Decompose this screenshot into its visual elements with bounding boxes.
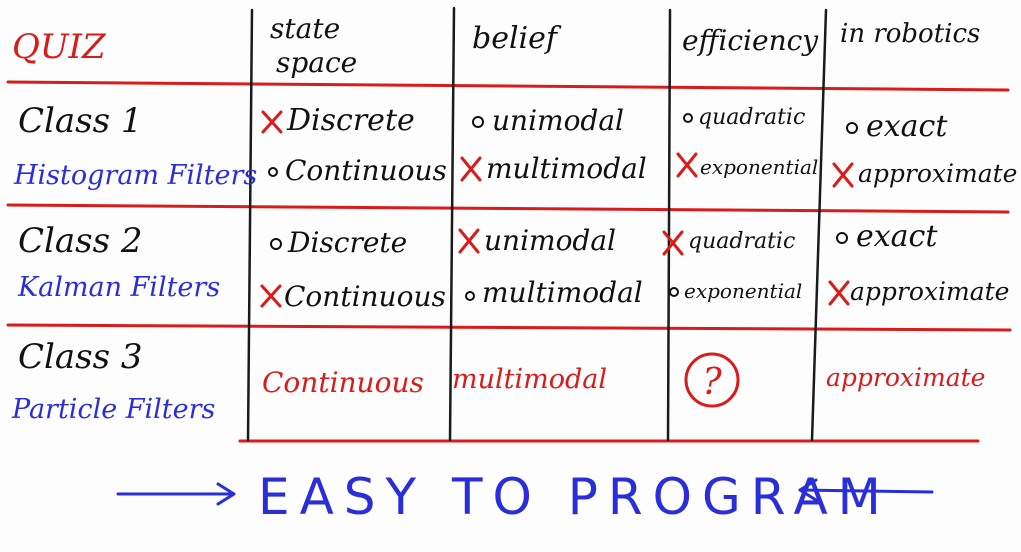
svg-text:unimodal: unimodal bbox=[484, 224, 616, 257]
svg-text:exact: exact bbox=[856, 219, 938, 254]
svg-text:approximate: approximate bbox=[858, 159, 1017, 188]
class1-state-discrete: Discrete bbox=[261, 103, 415, 138]
class3-robotics: approximate bbox=[826, 363, 985, 392]
grid-line-row1 bbox=[6, 203, 1010, 214]
header-state: state bbox=[270, 12, 340, 45]
table-grid bbox=[6, 6, 1012, 443]
grid-line-header bbox=[6, 80, 1010, 92]
class1-filter: Histogram Filters bbox=[13, 160, 257, 191]
class2-robotics-approximate: approximate bbox=[828, 277, 1009, 306]
header-space: space bbox=[276, 46, 357, 79]
svg-text:quadratic: quadratic bbox=[698, 105, 805, 130]
grid-col-3 bbox=[666, 8, 672, 442]
class2-belief-multimodal: multimodal bbox=[465, 276, 643, 309]
svg-text:multimodal: multimodal bbox=[486, 152, 647, 185]
class1-robotics-exact: exact bbox=[846, 109, 948, 144]
class2-state-discrete: Discrete bbox=[270, 226, 407, 259]
class1-efficiency-exponential: exponential bbox=[676, 152, 818, 179]
header-belief: belief bbox=[472, 21, 562, 56]
class1-name: Class 1 bbox=[18, 101, 143, 141]
class3-efficiency-circle bbox=[684, 352, 740, 408]
svg-text:exact: exact bbox=[866, 109, 948, 144]
svg-text:unimodal: unimodal bbox=[492, 104, 624, 137]
svg-text:approximate: approximate bbox=[850, 277, 1009, 306]
svg-text:Discrete: Discrete bbox=[286, 103, 415, 138]
class1-robotics-approximate: approximate bbox=[832, 159, 1017, 188]
class2-efficiency-exponential: exponential bbox=[669, 279, 802, 303]
svg-text:exponential: exponential bbox=[684, 279, 802, 303]
grid-line-row2 bbox=[6, 323, 1012, 332]
class2-filter: Kalman Filters bbox=[17, 272, 220, 303]
class3-filter: Particle Filters bbox=[11, 394, 215, 425]
class1-efficiency-quadratic: quadratic bbox=[683, 105, 805, 130]
class3-state: Continuous bbox=[262, 366, 424, 399]
class3-belief: multimodal bbox=[452, 364, 607, 395]
svg-text:exponential: exponential bbox=[700, 155, 818, 179]
class1-belief-unimodal: unimodal bbox=[472, 104, 624, 137]
class2-state-continuous: Continuous bbox=[260, 280, 446, 313]
grid-col-4 bbox=[810, 8, 828, 442]
right-arrow bbox=[798, 478, 934, 502]
quiz-label: QUIZ bbox=[12, 27, 107, 67]
class3-efficiency: ? bbox=[702, 362, 722, 403]
class2-name: Class 2 bbox=[18, 221, 143, 261]
svg-text:Continuous: Continuous bbox=[285, 154, 447, 187]
grid-col-1 bbox=[246, 8, 254, 442]
left-arrow bbox=[116, 482, 236, 506]
svg-text:quadratic: quadratic bbox=[688, 229, 795, 254]
grid-col-2 bbox=[448, 6, 456, 442]
header-robotics: in robotics bbox=[840, 19, 980, 49]
class2-belief-unimodal: unimodal bbox=[458, 224, 616, 257]
svg-text:multimodal: multimodal bbox=[482, 276, 643, 309]
class2-efficiency-quadratic: quadratic bbox=[662, 229, 795, 256]
class1-state-continuous: Continuous bbox=[268, 154, 447, 187]
header-efficiency: efficiency bbox=[682, 24, 819, 57]
class3-name: Class 3 bbox=[18, 337, 143, 377]
svg-text:Discrete: Discrete bbox=[287, 226, 407, 259]
class1-belief-multimodal: multimodal bbox=[460, 152, 647, 185]
svg-text:Continuous: Continuous bbox=[284, 280, 446, 313]
class2-robotics-exact: exact bbox=[836, 219, 938, 254]
footer-text: EASY TO PROGRAM bbox=[258, 468, 891, 526]
